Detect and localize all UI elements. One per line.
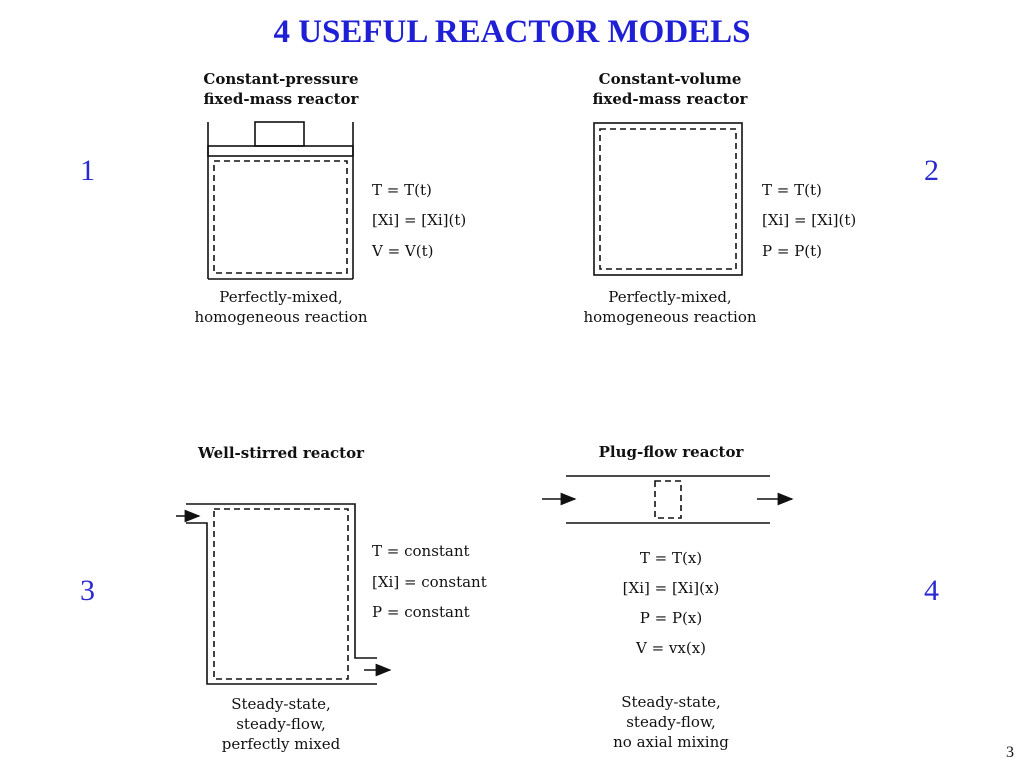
model-4-eq-pressure: P = P(x) <box>639 609 703 627</box>
model-2-eq-species: [Xi] = [Xi](t) <box>762 211 857 229</box>
model-1-header: Constant-pressure fixed-mass reactor <box>203 70 359 108</box>
model-4-eq-temperature: T = T(x) <box>639 549 703 567</box>
page-number: 3 <box>1006 744 1014 761</box>
model-number-1: 1 <box>80 154 95 187</box>
model-4-footer: Steady-state, steady-flow, no axial mixi… <box>613 693 729 751</box>
slide-title: 4 USEFUL REACTOR MODELS <box>273 14 751 50</box>
model-4-eq-velocity: V = vx(x) <box>635 639 707 657</box>
model-3-eq-pressure: P = constant <box>372 603 470 621</box>
model-number-4: 4 <box>924 574 939 607</box>
model-3-header: Well-stirred reactor <box>197 444 365 462</box>
model-number-2: 2 <box>924 154 939 187</box>
model-3-eq-temperature: T = constant <box>372 542 470 560</box>
model-2-header: Constant-volume fixed-mass reactor <box>592 70 748 108</box>
model-1-eq-volume: V = V(t) <box>372 242 434 260</box>
reactor-3-well-stirred <box>176 503 392 685</box>
model-4-equations: T = T(x) [Xi] = [Xi](x) P = P(x) V = vx(… <box>576 548 766 658</box>
model-1-eq-species: [Xi] = [Xi](t) <box>372 211 467 229</box>
model-2-eq-pressure: P = P(t) <box>762 242 823 260</box>
model-4-header: Plug-flow reactor <box>598 443 744 461</box>
reactor-1-piston-cylinder <box>207 121 354 280</box>
model-1-footer: Perfectly-mixed, homogeneous reaction <box>194 288 368 326</box>
model-2-eq-temperature: T = T(t) <box>762 181 822 199</box>
model-1-eq-temperature: T = T(t) <box>372 181 432 199</box>
model-number-3: 3 <box>80 574 95 607</box>
model-4-eq-species: [Xi] = [Xi](x) <box>622 579 720 597</box>
model-3-eq-species: [Xi] = constant <box>372 573 487 591</box>
model-2-footer: Perfectly-mixed, homogeneous reaction <box>583 288 757 326</box>
reactor-2-rigid-vessel <box>593 122 743 276</box>
reactor-4-plug-flow <box>542 475 794 524</box>
model-3-footer: Steady-state, steady-flow, perfectly mix… <box>221 695 341 753</box>
